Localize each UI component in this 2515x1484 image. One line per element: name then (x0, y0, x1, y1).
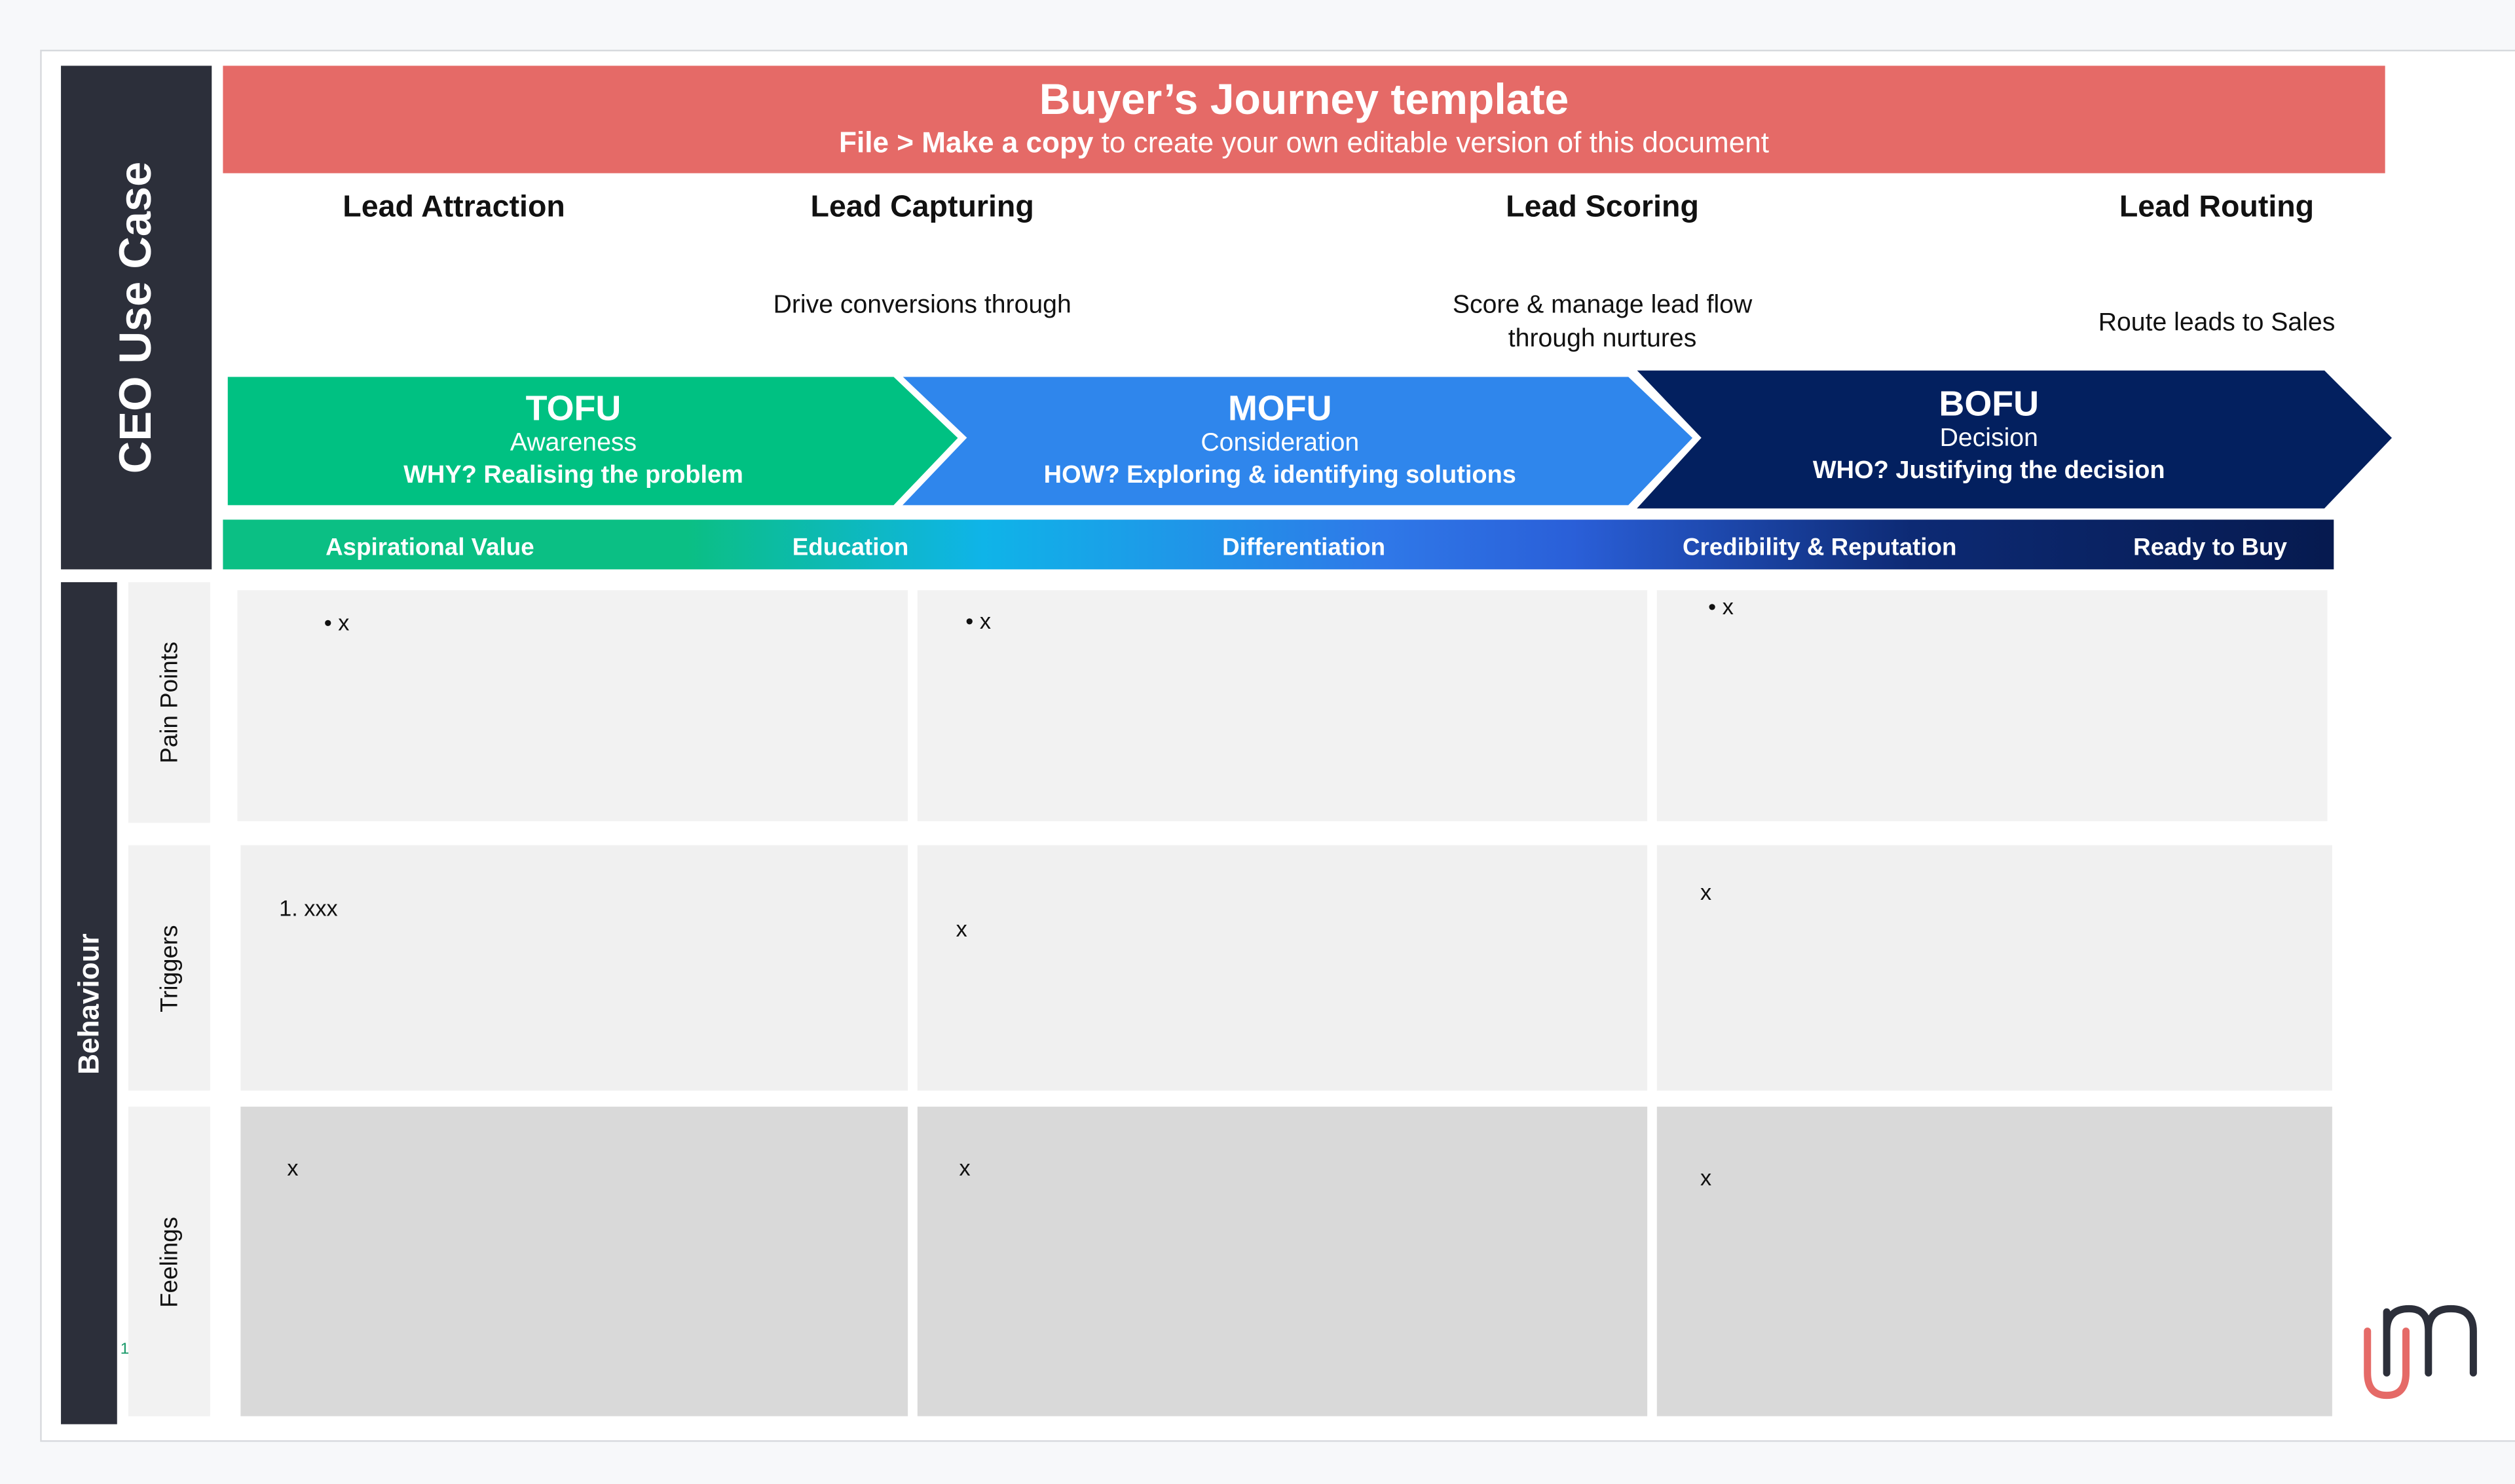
bofu-block: BOFU Decision WHO? Justifying the decisi… (1732, 383, 2246, 486)
cell-text: • x (324, 609, 350, 635)
cell-text: • x (1708, 593, 1734, 620)
cell-pain-points-mofu[interactable]: • x (917, 590, 1648, 821)
journey-aspirational-value: Aspirational Value (326, 534, 534, 562)
cell-pain-points-bofu[interactable]: • x (1656, 590, 2328, 821)
funnel-chevrons (221, 363, 2401, 515)
template-subtitle: File > Make a copy to create your own ed… (223, 126, 2385, 160)
stage-title-lead-capturing: Lead Capturing (810, 191, 1034, 225)
stage-desc-lead-routing: Route leads to Sales (2098, 309, 2336, 337)
journey-ready-to-buy: Ready to Buy (2133, 534, 2287, 562)
bofu-question: WHO? Justifying the decision (1812, 456, 2165, 485)
ceo-use-case-label: CEO Use Case (110, 161, 160, 474)
make-copy-instruction: File > Make a copy (839, 126, 1094, 159)
row-label-triggers: Triggers (128, 845, 210, 1091)
mofu-block: MOFU Consideration HOW? Exploring & iden… (975, 388, 1585, 491)
cell-triggers-bofu[interactable]: x (1656, 845, 2332, 1091)
behaviour-label: Behaviour (72, 933, 105, 1074)
tofu-title: TOFU (525, 388, 622, 428)
bofu-stage: Decision (1939, 424, 2038, 453)
um-logo-icon (2364, 1305, 2477, 1400)
journey-credibility-reputation: Credibility & Reputation (1683, 534, 1957, 562)
behaviour-panel: Behaviour (61, 582, 117, 1424)
feelings-label: Feelings (155, 1215, 183, 1307)
cell-text: x (1700, 1164, 1712, 1191)
cell-feelings-mofu[interactable]: x (917, 1106, 1648, 1417)
cell-triggers-mofu[interactable]: x (917, 845, 1648, 1091)
stage-title-lead-scoring: Lead Scoring (1506, 191, 1699, 225)
stage-desc-lead-scoring: Score & manage lead flow through nurture… (1452, 291, 1753, 353)
journey-bar: Aspirational Value Education Differentia… (223, 519, 2334, 570)
title-banner: Buyer’s Journey template File > Make a c… (223, 65, 2385, 174)
cell-feelings-bofu[interactable]: x (1656, 1106, 2332, 1417)
mofu-question: HOW? Exploring & identifying solutions (1043, 462, 1516, 489)
bofu-title: BOFU (1939, 383, 2040, 424)
subtitle-rest: to create your own editable version of t… (1093, 126, 1770, 159)
template-title: Buyer’s Journey template (1039, 75, 1569, 124)
journey-education: Education (792, 534, 909, 562)
ceo-use-case-panel: CEO Use Case (61, 65, 212, 570)
cell-text: x (1700, 879, 1712, 905)
row-label-pain-points: Pain Points (128, 582, 210, 823)
stage-title-lead-attraction: Lead Attraction (343, 191, 565, 225)
tofu-stage: Awareness (510, 430, 637, 457)
mofu-title: MOFU (1227, 388, 1332, 428)
pain-points-label: Pain Points (155, 641, 183, 764)
cell-text: x (956, 916, 967, 942)
cell-text: x (287, 1155, 299, 1181)
mofu-stage: Consideration (1201, 430, 1360, 457)
cell-text: 1. xxx (279, 895, 338, 921)
tofu-question: WHY? Realising the problem (403, 462, 743, 489)
row-label-feelings: Feelings (128, 1106, 210, 1417)
bofu-chevron (1622, 363, 2401, 515)
cell-text: • x (965, 608, 991, 634)
page-number: 1 (120, 1341, 130, 1359)
cell-triggers-tofu[interactable]: 1. xxx (240, 845, 908, 1091)
triggers-label: Triggers (155, 924, 183, 1012)
stage-desc-lead-capturing: Drive conversions through (773, 291, 1071, 320)
journey-differentiation: Differentiation (1222, 534, 1386, 562)
tofu-block: TOFU Awareness WHY? Realising the proble… (321, 388, 826, 491)
stage-title-lead-routing: Lead Routing (2119, 191, 2315, 225)
cell-feelings-tofu[interactable]: x (240, 1106, 908, 1417)
cell-text: x (959, 1155, 971, 1181)
cell-pain-points-tofu[interactable]: • x (237, 590, 908, 821)
